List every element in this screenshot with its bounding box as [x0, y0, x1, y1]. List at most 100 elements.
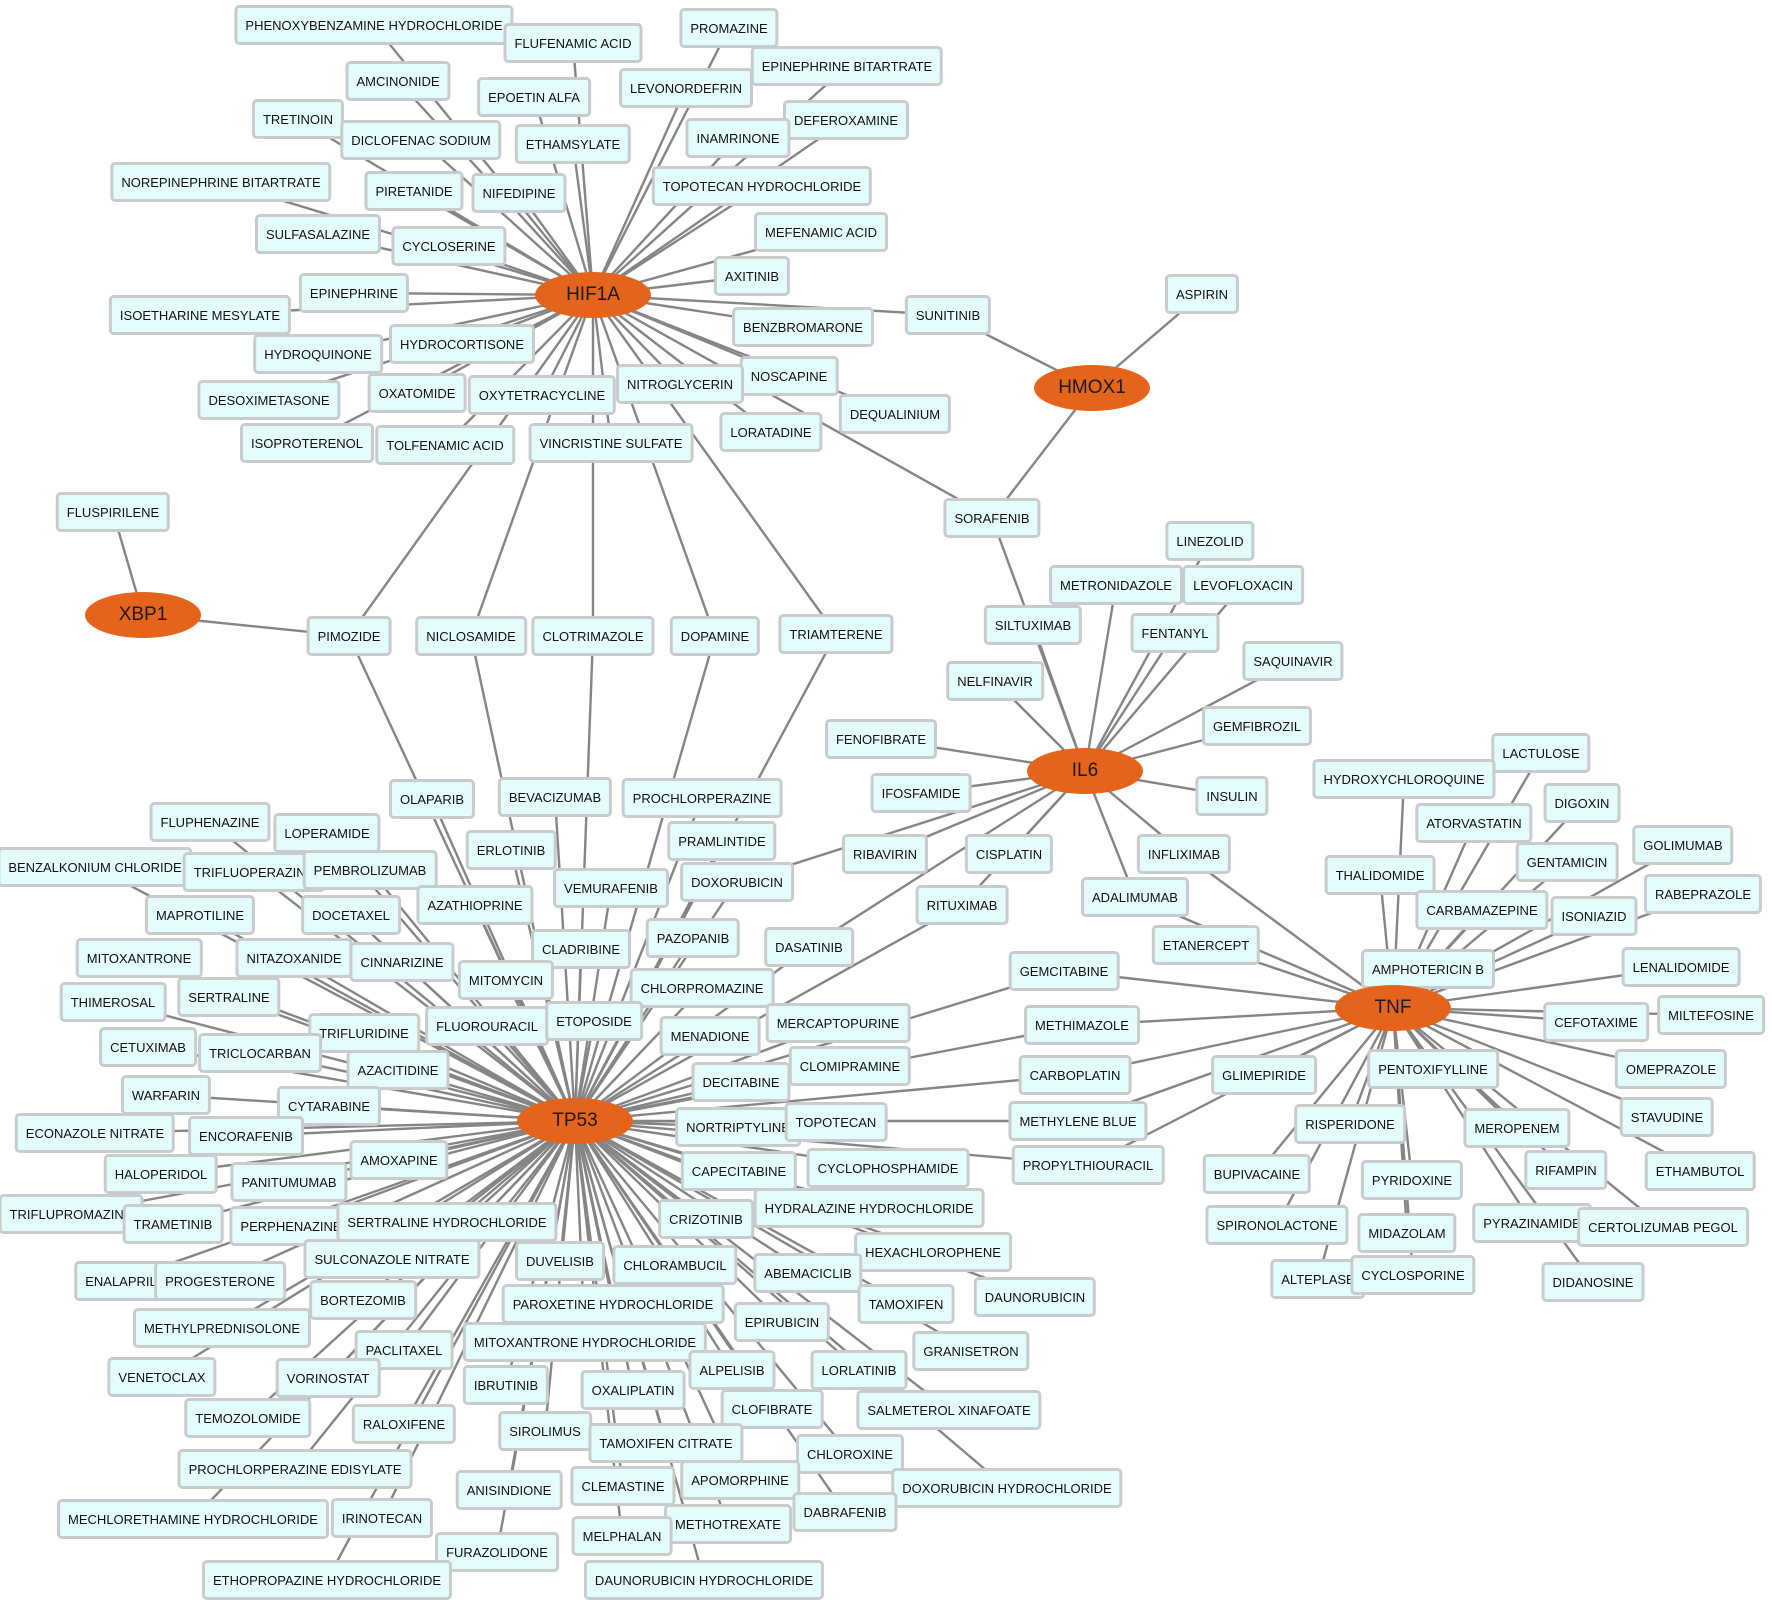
drug-node-oxytetracycline[interactable]: OXYTETRACYCLINE: [467, 375, 617, 415]
drug-node-aspirin[interactable]: ASPIRIN: [1164, 274, 1240, 314]
drug-node-prochlorperazine-edisylate[interactable]: PROCHLORPERAZINE EDISYLATE: [177, 1449, 413, 1489]
gene-node-hmox1[interactable]: HMOX1: [1034, 365, 1150, 411]
drug-node-ethambutol[interactable]: ETHAMBUTOL: [1644, 1151, 1756, 1191]
drug-node-carboplatin[interactable]: CARBOPLATIN: [1018, 1055, 1132, 1095]
drug-node-infliximab[interactable]: INFLIXIMAB: [1136, 834, 1232, 874]
drug-node-sunitinib[interactable]: SUNITINIB: [904, 295, 992, 335]
drug-node-haloperidol[interactable]: HALOPERIDOL: [103, 1154, 219, 1194]
drug-node-loratadine[interactable]: LORATADINE: [719, 412, 823, 452]
drug-node-cisplatin[interactable]: CISPLATIN: [964, 834, 1054, 874]
drug-node-pentoxifylline[interactable]: PENTOXIFYLLINE: [1367, 1049, 1499, 1089]
drug-node-noscapine[interactable]: NOSCAPINE: [739, 356, 839, 396]
drug-node-epirubicin[interactable]: EPIRUBICIN: [733, 1302, 831, 1342]
drug-node-venetoclax[interactable]: VENETOCLAX: [107, 1357, 217, 1397]
drug-node-saquinavir[interactable]: SAQUINAVIR: [1242, 641, 1344, 681]
drug-node-docetaxel[interactable]: DOCETAXEL: [301, 895, 401, 935]
drug-node-hydroquinone[interactable]: HYDROQUINONE: [253, 334, 383, 374]
drug-node-pembrolizumab[interactable]: PEMBROLIZUMAB: [302, 850, 438, 890]
drug-node-deferoxamine[interactable]: DEFEROXAMINE: [782, 100, 910, 140]
drug-node-bupivacaine[interactable]: BUPIVACAINE: [1202, 1154, 1312, 1194]
drug-node-chlorpromazine[interactable]: CHLORPROMAZINE: [629, 968, 775, 1008]
drug-node-oxatomide[interactable]: OXATOMIDE: [367, 373, 467, 413]
drug-node-salmeterol-xinafoate[interactable]: SALMETEROL XINAFOATE: [856, 1390, 1042, 1430]
drug-node-omeprazole[interactable]: OMEPRAZOLE: [1614, 1049, 1728, 1089]
drug-node-golimumab[interactable]: GOLIMUMAB: [1632, 825, 1734, 865]
drug-node-mefenamic-acid[interactable]: MEFENAMIC ACID: [754, 212, 888, 252]
drug-node-lorlatinib[interactable]: LORLATINIB: [810, 1350, 908, 1390]
drug-node-sertraline[interactable]: SERTRALINE: [177, 977, 281, 1017]
drug-node-tretinoin[interactable]: TRETINOIN: [251, 99, 345, 139]
drug-node-vorinostat[interactable]: VORINOSTAT: [275, 1358, 381, 1398]
drug-node-diclofenac-sodium[interactable]: DICLOFENAC SODIUM: [340, 120, 502, 160]
drug-node-sulfasalazine[interactable]: SULFASALAZINE: [254, 214, 382, 254]
drug-node-sulconazole-nitrate[interactable]: SULCONAZOLE NITRATE: [303, 1239, 481, 1279]
drug-node-trifluridine[interactable]: TRIFLURIDINE: [308, 1013, 420, 1053]
drug-node-cinnarizine[interactable]: CINNARIZINE: [349, 942, 455, 982]
drug-node-thimerosal[interactable]: THIMEROSAL: [59, 982, 167, 1022]
drug-node-amoxapine[interactable]: AMOXAPINE: [349, 1140, 449, 1180]
drug-node-paroxetine-hydrochloride[interactable]: PAROXETINE HYDROCHLORIDE: [501, 1284, 725, 1324]
gene-node-tp53[interactable]: TP53: [517, 1098, 633, 1144]
gene-node-il6[interactable]: IL6: [1027, 748, 1143, 794]
drug-node-duvelisib[interactable]: DUVELISIB: [515, 1241, 605, 1281]
drug-node-etoposide[interactable]: ETOPOSIDE: [545, 1001, 643, 1041]
drug-node-loperamide[interactable]: LOPERAMIDE: [273, 813, 381, 853]
drug-node-nitazoxanide[interactable]: NITAZOXANIDE: [235, 938, 353, 978]
drug-node-crizotinib[interactable]: CRIZOTINIB: [658, 1199, 754, 1239]
drug-node-methotrexate[interactable]: METHOTREXATE: [664, 1504, 792, 1544]
drug-node-methylprednisolone[interactable]: METHYLPREDNISOLONE: [132, 1308, 312, 1348]
drug-node-rifampin[interactable]: RIFAMPIN: [1524, 1150, 1608, 1190]
drug-node-decitabine[interactable]: DECITABINE: [691, 1062, 791, 1102]
drug-node-siltuximab[interactable]: SILTUXIMAB: [983, 605, 1083, 645]
drug-node-phenoxybenzamine-hydrochloride[interactable]: PHENOXYBENZAMINE HYDROCHLORIDE: [234, 5, 514, 45]
drug-node-atorvastatin[interactable]: ATORVASTATIN: [1415, 803, 1533, 843]
drug-node-apomorphine[interactable]: APOMORPHINE: [680, 1460, 800, 1500]
drug-node-fentanyl[interactable]: FENTANYL: [1130, 613, 1220, 653]
drug-node-mercaptopurine[interactable]: MERCAPTOPURINE: [765, 1003, 911, 1043]
drug-node-tolfenamic-acid[interactable]: TOLFENAMIC ACID: [375, 425, 515, 465]
drug-node-nortriptyline[interactable]: NORTRIPTYLINE: [675, 1107, 801, 1147]
drug-node-benzbromarone[interactable]: BENZBROMARONE: [732, 307, 874, 347]
drug-node-rabeprazole[interactable]: RABEPRAZOLE: [1643, 874, 1763, 914]
drug-node-adalimumab[interactable]: ADALIMUMAB: [1081, 877, 1189, 917]
drug-node-propylthiouracil[interactable]: PROPYLTHIOURACIL: [1011, 1145, 1165, 1185]
drug-node-anisindione[interactable]: ANISINDIONE: [455, 1470, 563, 1510]
drug-node-azathioprine[interactable]: AZATHIOPRINE: [416, 885, 534, 925]
drug-node-isoetharine-mesylate[interactable]: ISOETHARINE MESYLATE: [108, 295, 292, 335]
drug-node-chlorambucil[interactable]: CHLORAMBUCIL: [612, 1245, 738, 1285]
drug-node-dasatinib[interactable]: DASATINIB: [764, 927, 854, 967]
drug-node-enalapril[interactable]: ENALAPRIL: [74, 1261, 168, 1301]
drug-node-axitinib[interactable]: AXITINIB: [713, 256, 791, 296]
drug-node-pyrazinamide[interactable]: PYRAZINAMIDE: [1472, 1203, 1592, 1243]
drug-node-furazolidone[interactable]: FURAZOLIDONE: [435, 1532, 559, 1572]
drug-node-pazopanib[interactable]: PAZOPANIB: [645, 918, 741, 958]
drug-node-gemfibrozil[interactable]: GEMFIBROZIL: [1201, 706, 1313, 746]
drug-node-ifosfamide[interactable]: IFOSFAMIDE: [870, 773, 972, 813]
drug-node-epoetin-alfa[interactable]: EPOETIN ALFA: [477, 77, 591, 117]
drug-node-chloroxine[interactable]: CHLOROXINE: [796, 1434, 904, 1474]
drug-node-azacitidine[interactable]: AZACITIDINE: [346, 1050, 450, 1090]
drug-node-irinotecan[interactable]: IRINOTECAN: [330, 1498, 434, 1538]
drug-node-niclosamide[interactable]: NICLOSAMIDE: [415, 616, 527, 656]
drug-node-paclitaxel[interactable]: PACLITAXEL: [354, 1330, 454, 1370]
drug-node-clemastine[interactable]: CLEMASTINE: [570, 1466, 676, 1506]
drug-node-clotrimazole[interactable]: CLOTRIMAZOLE: [531, 616, 655, 656]
drug-node-topotecan-hydrochloride[interactable]: TOPOTECAN HYDROCHLORIDE: [651, 166, 873, 206]
drug-node-promazine[interactable]: PROMAZINE: [679, 8, 779, 48]
drug-node-epinephrine[interactable]: EPINEPHRINE: [298, 273, 410, 313]
drug-node-dabrafenib[interactable]: DABRAFENIB: [792, 1492, 898, 1532]
drug-node-desoximetasone[interactable]: DESOXIMETASONE: [197, 380, 341, 420]
drug-node-dopamine[interactable]: DOPAMINE: [669, 616, 761, 656]
drug-node-mitoxantrone[interactable]: MITOXANTRONE: [75, 938, 203, 978]
drug-node-epinephrine-bitartrate[interactable]: EPINEPHRINE BITARTRATE: [750, 46, 944, 86]
drug-node-ethopropazine-hydrochloride[interactable]: ETHOPROPAZINE HYDROCHLORIDE: [201, 1560, 453, 1600]
drug-node-trametinib[interactable]: TRAMETINIB: [122, 1204, 224, 1244]
drug-node-fluphenazine[interactable]: FLUPHENAZINE: [149, 802, 271, 842]
drug-node-ibrutinib[interactable]: IBRUTINIB: [462, 1365, 550, 1405]
drug-node-insulin[interactable]: INSULIN: [1195, 776, 1269, 816]
drug-node-glimepiride[interactable]: GLIMEPIRIDE: [1211, 1055, 1317, 1095]
drug-node-triclocarban[interactable]: TRICLOCARBAN: [198, 1033, 322, 1073]
drug-node-rituximab[interactable]: RITUXIMAB: [915, 885, 1009, 925]
drug-node-norepinephrine-bitartrate[interactable]: NOREPINEPHRINE BITARTRATE: [110, 162, 332, 202]
drug-node-linezolid[interactable]: LINEZOLID: [1165, 521, 1255, 561]
